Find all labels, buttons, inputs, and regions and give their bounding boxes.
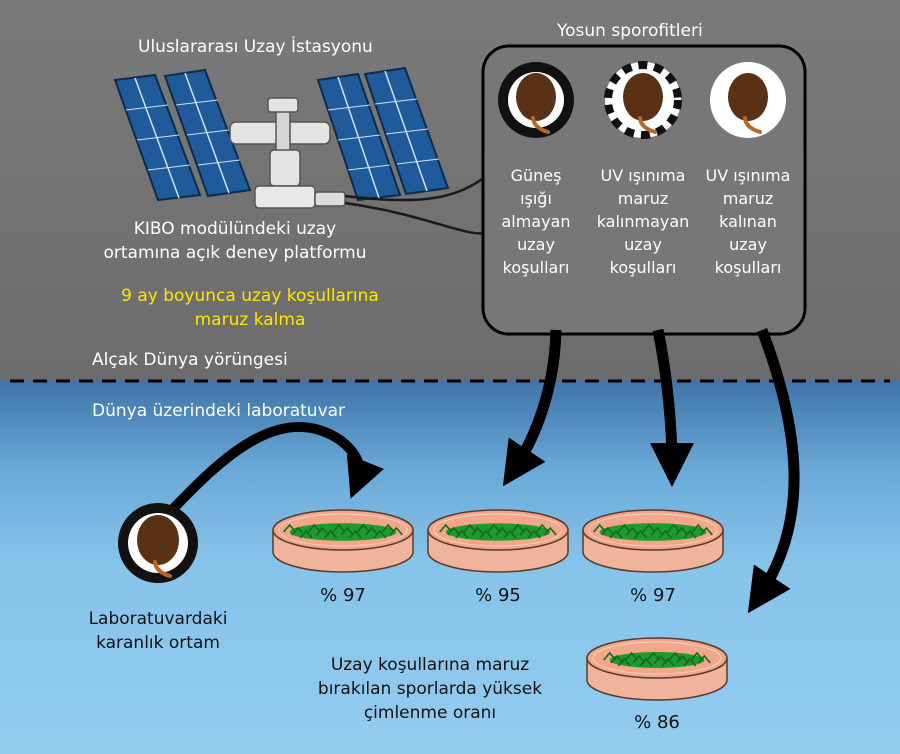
petri-dish [582, 509, 724, 573]
kibo-label-line1: KIBO modülündeki uzay [133, 219, 337, 239]
germination-rate-1: % 97 [320, 585, 366, 606]
cable-line [344, 174, 489, 202]
result-label-line2: bırakılan sporlarda yüksek [317, 679, 543, 699]
result-label-line3: çimlenme oranı [363, 703, 497, 723]
moss-growth [283, 523, 403, 541]
moss-growth [603, 651, 711, 669]
arrow-to-dish-3 [649, 328, 694, 487]
iss-station [113, 66, 450, 209]
spore-capsule-icon [710, 62, 786, 138]
iss-label: Uluslararası Uzay İstasyonu [138, 37, 373, 57]
exposure-label-line1: 9 ay boyunca uzay koşullarına [121, 286, 379, 306]
condition-label-no-uv: UV ışınıma maruz kalınmayan uzay koşulla… [596, 166, 690, 277]
petri-dish [586, 637, 728, 701]
moss-growth [439, 523, 557, 541]
arrow-to-dish-2 [502, 329, 562, 487]
lab-label: Dünya üzerindeki laboratuvar [92, 401, 346, 421]
sporophyte-title: Yosun sporofitleri [557, 21, 703, 41]
solar-panel-icon [113, 73, 202, 202]
orbit-label: Alçak Dünya yörüngesi [92, 350, 288, 370]
petri-dishes [272, 509, 728, 701]
solar-panel-icon [363, 66, 450, 196]
result-label-line1: Uzay koşullarına maruz [330, 655, 530, 675]
condition-label-uv: UV ışınıma maruz kalınan uzay koşulları [705, 166, 791, 277]
station-module-icon [229, 97, 346, 209]
germination-rate-2: % 95 [475, 585, 521, 606]
moss-growth [593, 523, 713, 541]
petri-dish [272, 509, 414, 573]
solar-panel-icon [316, 72, 402, 202]
exposure-label-line2: maruz kalma [194, 310, 306, 330]
germination-rate-4: % 86 [634, 712, 680, 733]
condition-label-dark: Güneş ışığı almayan uzay koşulları [501, 166, 571, 277]
spore-capsule-icon [118, 503, 198, 583]
germination-rate-3: % 97 [630, 585, 676, 606]
petri-dish [427, 509, 569, 573]
spore-capsule-icon [498, 62, 574, 138]
spore-capsule-icon [604, 61, 682, 139]
arrow-to-dish-1 [168, 422, 384, 514]
kibo-label-line2: ortamına açık deney platformu [103, 243, 367, 263]
dark-lab-label-line1: Laboratuvardaki [88, 609, 228, 629]
dark-lab-label-line2: karanlık ortam [96, 633, 220, 653]
arrow-to-dish-4 [747, 328, 800, 614]
solar-panel-icon [163, 68, 252, 198]
